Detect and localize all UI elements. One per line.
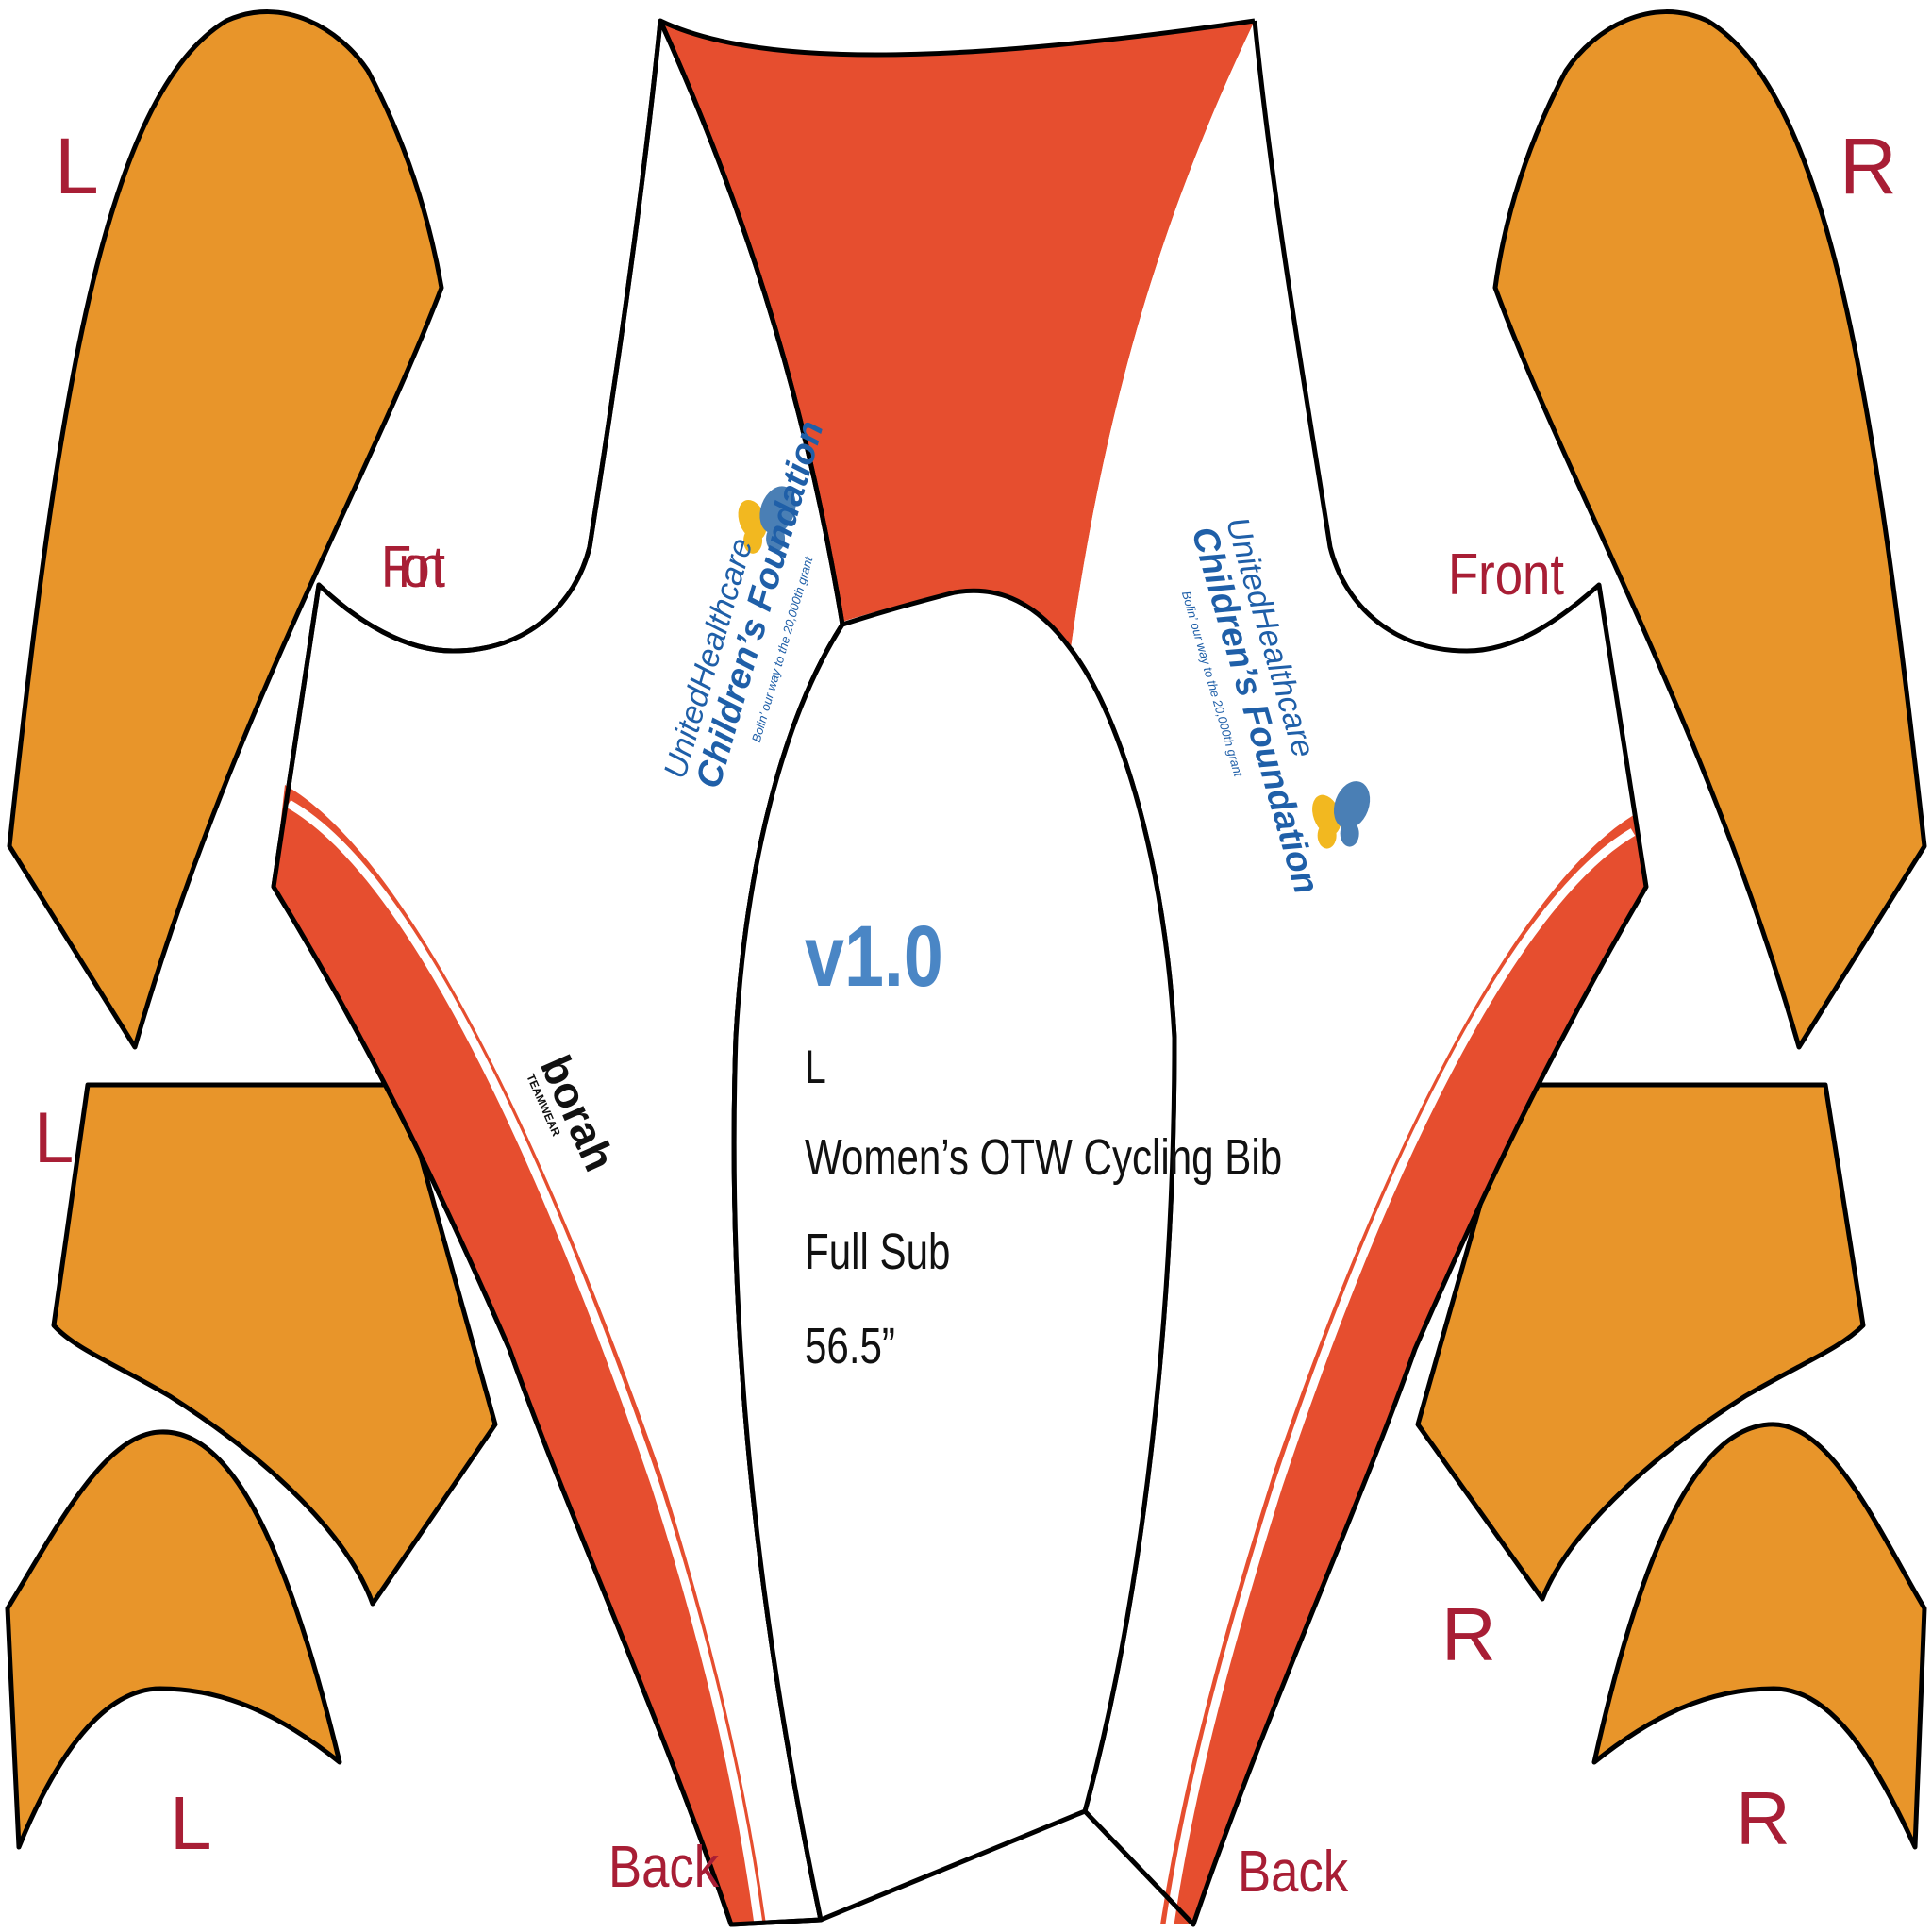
label-right-upper: R: [1840, 122, 1897, 210]
left-bib-stripe: [274, 785, 766, 1924]
spec-length: 56.5”: [805, 1318, 895, 1374]
label-back-right: Back: [1238, 1840, 1348, 1905]
label-left-upper: L: [55, 122, 99, 210]
left-bib-pinstripe: [286, 800, 763, 1925]
left-lower-panel: [5, 1429, 342, 1850]
spec-size: L: [805, 1041, 826, 1093]
label-right-middle: R: [1441, 1592, 1496, 1676]
label-front-right: Front: [1448, 542, 1564, 608]
right-lower-panel: [1591, 1422, 1927, 1850]
label-right-lower: R: [1736, 1776, 1790, 1860]
right-bib-stripe: [1160, 813, 1646, 1924]
label-left-lower: L: [170, 1781, 212, 1865]
left-upper-panel: [7, 9, 444, 1050]
right-bib-pinstripe: [1165, 828, 1636, 1925]
spec-version: v1.0: [805, 908, 943, 1005]
left-middle-panel: [51, 1082, 498, 1607]
butterfly-icon: [738, 486, 796, 554]
center-seat-panel: [731, 588, 1177, 1923]
right-bib-panel: [1071, 21, 1646, 1924]
center-top-edge: [658, 18, 1256, 58]
label-back-left: Back: [608, 1835, 719, 1900]
spec-product: Women’s OTW Cycling Bib: [805, 1129, 1282, 1186]
label-left-middle: L: [34, 1098, 74, 1178]
butterfly-icon: [1312, 781, 1371, 849]
right-upper-panel: [1492, 9, 1927, 1050]
center-top-panel: [660, 21, 1255, 649]
label-front-left: Front: [381, 535, 445, 600]
spec-print: Full Sub: [805, 1224, 950, 1280]
right-middle-panel: [1415, 1082, 1866, 1602]
